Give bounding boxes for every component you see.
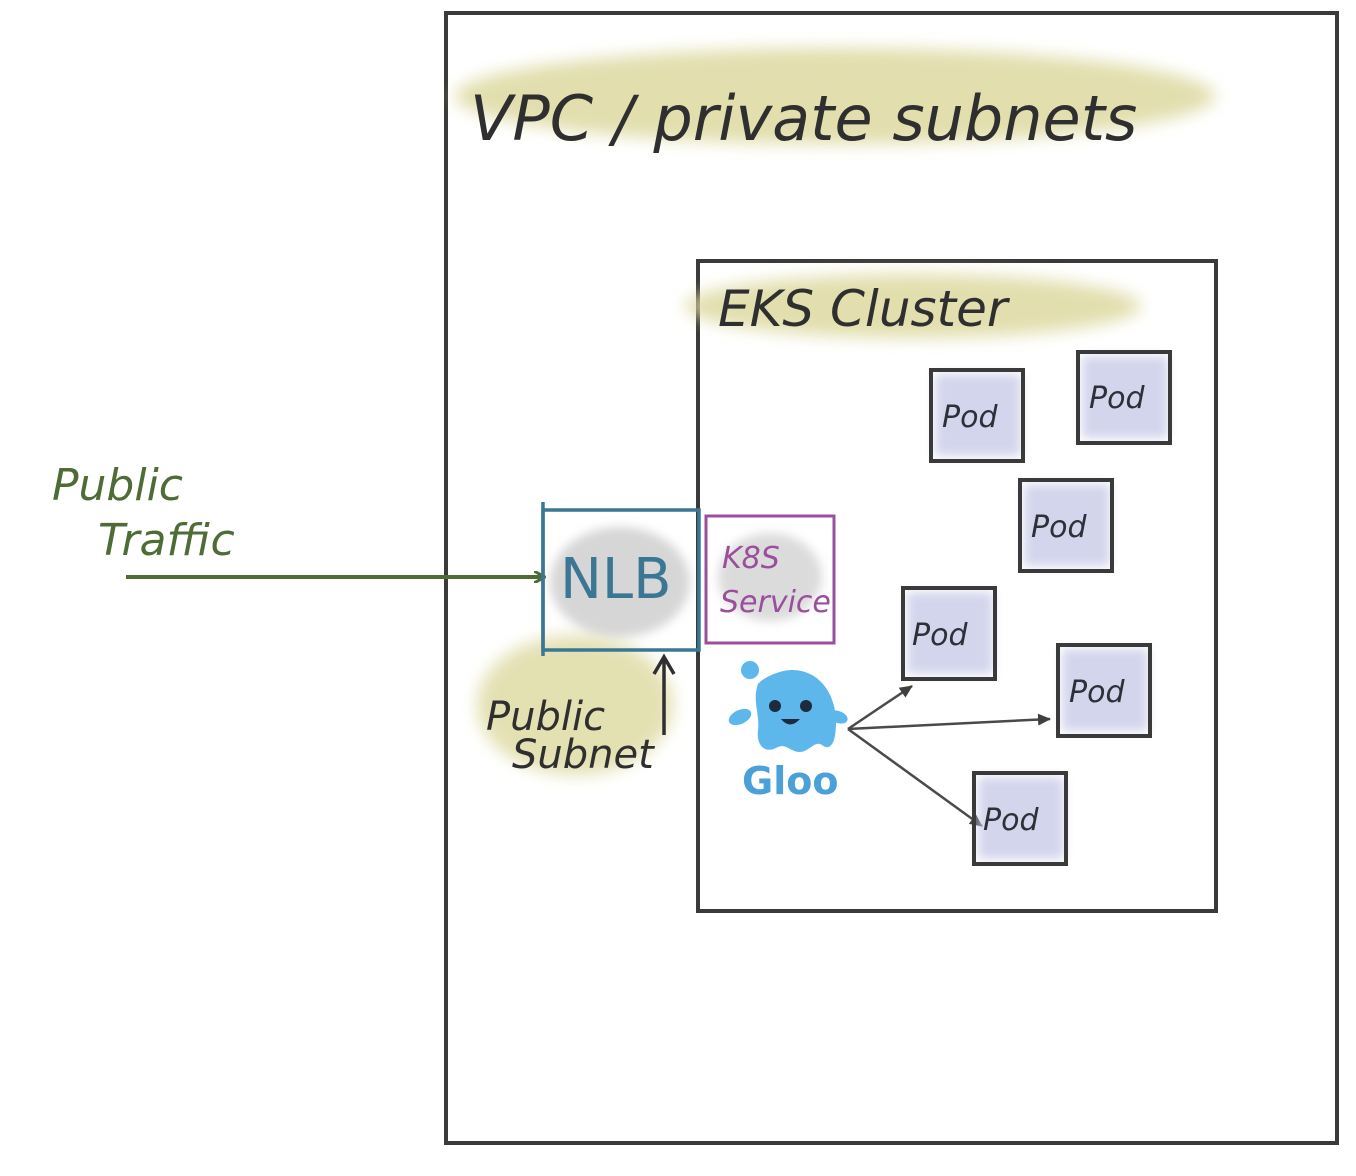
gloo-label: Gloo — [742, 759, 838, 803]
k8s-service-shade — [718, 533, 822, 621]
gloo-logo: Gloo — [728, 661, 848, 803]
pod-label: Pod — [942, 400, 998, 435]
gloo-left-eye — [769, 700, 781, 712]
gloo-body — [755, 670, 836, 752]
route-arrow-2 — [847, 713, 1051, 731]
nlb-box: NLB — [541, 502, 701, 656]
pod-4: Pod — [901, 586, 997, 681]
pod-shade — [935, 374, 1021, 456]
pod-shade — [907, 592, 993, 674]
vpc-box: VPC / private subnets — [444, 11, 1339, 1145]
pod-label: Pod — [983, 803, 1039, 838]
public-subnet-line1: Public — [486, 694, 605, 740]
vpc-title: VPC / private subnets — [470, 82, 1137, 155]
gloo-antenna — [741, 661, 759, 679]
public-traffic: Public Traffic — [52, 460, 544, 577]
pod-box — [1076, 350, 1172, 445]
nlb-label: NLB — [560, 547, 672, 612]
k8s-service-box: K8S Service — [704, 514, 836, 645]
pod-6: Pod — [972, 771, 1068, 866]
pod-5: Pod — [1056, 643, 1152, 738]
pod-box — [972, 771, 1068, 866]
gloo-mouth — [781, 719, 800, 725]
route-arrow-3 — [847, 727, 983, 828]
pod-label: Pod — [1069, 675, 1125, 710]
gloo-routing-arrows — [847, 684, 1051, 828]
k8s-service-line1: K8S — [722, 541, 780, 576]
public-subnet-highlight — [477, 635, 673, 775]
pod-label: Pod — [1089, 381, 1145, 416]
public-subnet: Public Subnet — [477, 635, 676, 778]
pod-box — [1056, 643, 1152, 738]
pod-1: Pod — [929, 368, 1025, 463]
pod-shade — [1062, 649, 1148, 731]
public-traffic-line1: Public — [52, 460, 183, 511]
pod-2: Pod — [1076, 350, 1172, 445]
pod-label: Pod — [912, 618, 968, 653]
k8s-service-line2: Service — [720, 585, 831, 620]
pod-shade — [1082, 356, 1168, 438]
eks-title-highlight — [685, 274, 1141, 338]
gloo-left-arm — [728, 708, 752, 726]
pod-shade — [978, 777, 1064, 859]
public-traffic-line2: Traffic — [98, 515, 235, 566]
pod-label: Pod — [1031, 510, 1087, 545]
vpc-title-highlight — [455, 48, 1215, 144]
route-arrow-1 — [847, 684, 913, 731]
nlb-shade — [550, 527, 690, 637]
gloo-right-arm — [828, 710, 848, 724]
pod-box — [1018, 478, 1114, 573]
public-subnet-line2: Subnet — [512, 732, 655, 778]
eks-title: EKS Cluster — [718, 280, 1011, 338]
gloo-right-eye — [800, 700, 812, 712]
pod-box — [901, 586, 997, 681]
pod-box — [929, 368, 1025, 463]
public-subnet-arrow-head — [652, 653, 676, 675]
pod-shade — [1024, 484, 1110, 566]
pod-3: Pod — [1018, 478, 1114, 573]
